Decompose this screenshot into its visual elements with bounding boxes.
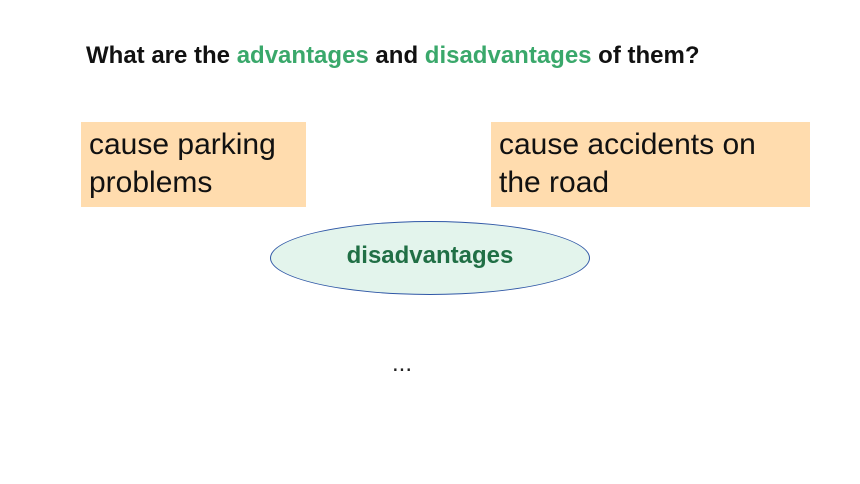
continuation-ellipsis: ... [392, 350, 413, 377]
disadvantage-card-accidents: cause accidents on the road [491, 122, 810, 207]
disadvantage-card-accidents-text: cause accidents on the road [499, 128, 756, 199]
question-text-start: What are the [86, 42, 237, 69]
question-text-end: of them? [591, 42, 700, 69]
disadvantages-bubble-label: disadvantages [346, 242, 514, 269]
question-accent-advantages: advantages [236, 42, 369, 69]
page-question: What are the advantages and disadvantage… [86, 42, 700, 70]
disadvantages-bubble: disadvantages [270, 221, 590, 295]
disadvantage-card-parking: cause parking problems [81, 122, 306, 207]
disadvantage-card-parking-text: cause parking problems [89, 128, 276, 199]
question-accent-disadvantages: disadvantages [424, 42, 592, 69]
question-text-middle: and [368, 42, 425, 69]
